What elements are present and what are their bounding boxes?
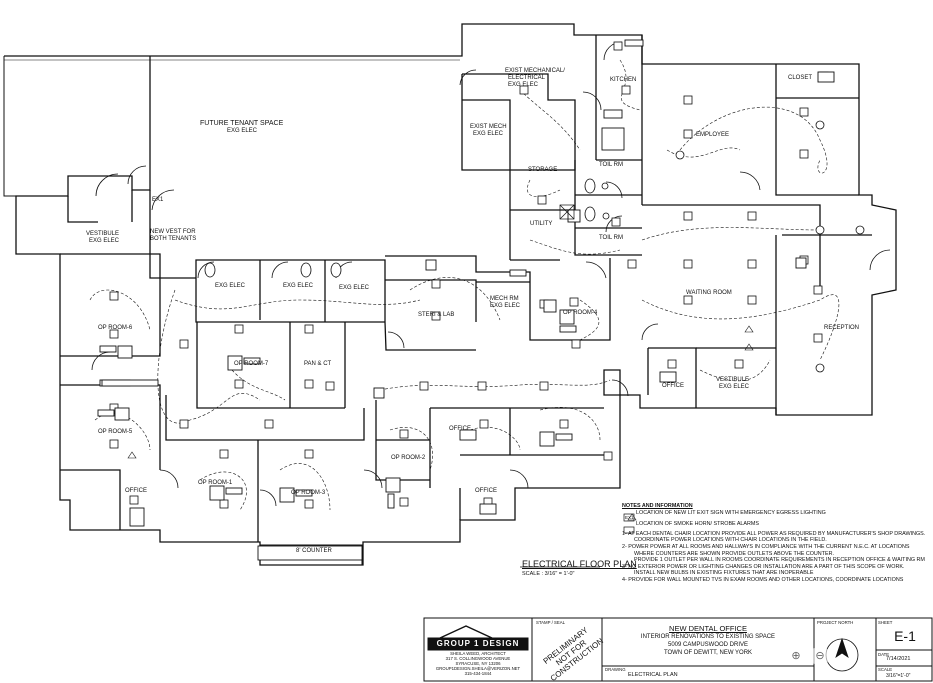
room-label-op-room-6: OP ROOM-6 bbox=[98, 325, 133, 331]
date-value: 7/14/2021 bbox=[886, 656, 911, 662]
drawing-name: ELECTRICAL PLAN bbox=[628, 672, 678, 678]
plan-title: ELECTRICAL FLOOR PLAN bbox=[522, 559, 637, 569]
room-label-new-vest: NEW VEST FOR bbox=[150, 229, 196, 235]
room-label-op-room-4: OP ROOM-4 bbox=[563, 310, 598, 316]
room-label-exist-mech-elec-3: EXG ELEC bbox=[508, 82, 539, 88]
sheet-label: SHEET bbox=[878, 620, 893, 625]
firm-line-5: 315-434-1844 bbox=[464, 671, 492, 676]
drawing-label: DRAWING bbox=[605, 667, 626, 672]
note-2c: PROVIDE 1 OUTLET PER WALL IN ROOMS COORD… bbox=[634, 557, 925, 564]
project-line-3: 5009 CAMPUSWOOD DRIVE bbox=[667, 642, 749, 648]
room-label-exg-elec-1: EXG ELEC bbox=[215, 283, 246, 289]
room-label-vestibule-left: VESTIBULE bbox=[86, 231, 120, 237]
room-label-employee: EMPLOYEE bbox=[696, 132, 730, 138]
date-label: DATE bbox=[878, 652, 890, 657]
note-2b: WHERE COUNTERS ARE SHOWN PROVIDE OUTLETS… bbox=[634, 550, 834, 557]
note-4: 4- PROVIDE FOR WALL MOUNTED TVS IN EXAM … bbox=[622, 576, 904, 583]
room-label-exist-mech-elec-2: ELECTRICAL bbox=[508, 75, 546, 81]
room-label-op-room-2: OP ROOM-2 bbox=[391, 455, 426, 461]
room-label-op-room-7: OP ROOM-7 bbox=[234, 361, 269, 367]
notes-heading: NOTES AND INFORMATION bbox=[622, 503, 693, 509]
room-label-toil-rm-1: TOIL RM bbox=[599, 162, 624, 168]
room-label-waiting-room: WAITING ROOM bbox=[686, 290, 732, 296]
room-label-counter: 8' COUNTER bbox=[296, 548, 332, 554]
room-label-future-tenant: FUTURE TENANT SPACE bbox=[200, 120, 284, 127]
room-label-mech-rm: MECH RM bbox=[490, 296, 519, 302]
room-label-pan-ct: PAN & CT bbox=[304, 361, 332, 367]
room-label-kitchen: KITCHEN bbox=[610, 77, 637, 83]
room-label-storage: STORAGE bbox=[528, 167, 558, 173]
room-label-exg-elec-2: EXG ELEC bbox=[283, 283, 314, 289]
room-sublabel-future-tenant: EXG ELEC bbox=[227, 128, 258, 134]
room-label-steri-lab: STERI & LAB bbox=[418, 312, 455, 318]
zoom-out-icon[interactable]: ⊖ bbox=[812, 648, 828, 664]
firm-name: GROUP 1 DESIGN bbox=[436, 639, 520, 648]
room-sublabel-mech-rm: EXG ELEC bbox=[490, 303, 521, 309]
project-name: NEW DENTAL OFFICE bbox=[669, 624, 747, 633]
room-label-toil-rm-2: TOIL RM bbox=[599, 235, 624, 241]
project-line-2: INTERIOR RENOVATIONS TO EXISTING SPACE bbox=[640, 634, 776, 640]
room-sublabel-vestibule-right: EXG ELEC bbox=[719, 384, 750, 390]
room-sublabel-new-vest: BOTH TENANTS bbox=[150, 236, 197, 242]
room-label-exg-elec-3: EXG ELEC bbox=[339, 285, 370, 291]
room-label-vestibule-right: VESTIBULE bbox=[716, 377, 750, 383]
room-label-exist-mech-elec: EXIST MECHANICAL/ bbox=[505, 68, 565, 74]
room-label-reception: RECEPTION bbox=[824, 325, 860, 331]
stamp-label: STAMP / SEAL bbox=[536, 620, 565, 625]
room-sublabel-vestibule-left: EXG ELEC bbox=[89, 238, 120, 244]
room-label-op-room-1: OP ROOM-1 bbox=[198, 480, 233, 486]
firm-line-2: 317 S. COLLINGWOOD AVENUE bbox=[445, 656, 511, 661]
plan-scale: SCALE : 3/16" = 1'-0" bbox=[522, 571, 575, 577]
exit-sign-tag: EX1 bbox=[152, 197, 164, 203]
room-label-closet: CLOSET bbox=[788, 75, 813, 81]
note-1b: COORDINATE POWER LOCATIONS WITH CHAIR LO… bbox=[634, 537, 827, 544]
legend-smoke-alarm: LOCATION OF SMOKE HORN/ STROBE ALARMS bbox=[636, 521, 760, 528]
room-label-office-bottom: OFFICE bbox=[475, 488, 497, 494]
room-label-utility: UTILITY bbox=[530, 221, 553, 227]
room-label-op-room-3: OP ROOM-3 bbox=[291, 490, 326, 496]
firm-line-1: SHEILA WEED, ARCHITECT bbox=[450, 651, 506, 656]
firm-line-3: SYRACUSE, NY 13206 bbox=[455, 661, 501, 666]
room-label-exist-mech: EXIST MECH bbox=[470, 124, 507, 130]
legend-exit-sign: LOCATION OF NEW LIT EXIT SIGN WITH EMERG… bbox=[636, 509, 826, 516]
scale-value: 3/16"=1'-0" bbox=[886, 673, 911, 679]
project-line-4: TOWN OF DEWITT, NEW YORK bbox=[663, 650, 753, 656]
room-label-office-mid: OFFICE bbox=[449, 426, 471, 432]
room-label-office-left: OFFICE bbox=[125, 488, 147, 494]
note-2: 2- POWER POWER AT ALL ROOMS AND HALLWAYS… bbox=[622, 543, 910, 550]
note-1: 1- AT EACH DENTAL CHAIR LOCATION PROVIDE… bbox=[622, 530, 926, 537]
sheet-number: E-1 bbox=[894, 628, 916, 644]
firm-line-4: GROUP1DESIGN.SHEILA@VERIZON.NET bbox=[435, 666, 521, 671]
room-label-op-room-5: OP ROOM-5 bbox=[98, 429, 133, 435]
north-label: PROJECT NORTH bbox=[817, 620, 854, 625]
scale-label: SCALE bbox=[878, 667, 893, 672]
legend-exit-tag: EX1 bbox=[625, 515, 634, 520]
zoom-in-icon[interactable]: ⊕ bbox=[788, 648, 804, 664]
room-label-office-right: OFFICE bbox=[662, 383, 684, 389]
notes-block: NOTES AND INFORMATION LOCATION OF NEW LI… bbox=[622, 503, 930, 584]
note-3: 3- NO EXTERIOR POWER OR LIGHTING CHANGES… bbox=[622, 563, 905, 570]
note-3b: INSTALL NEW BULBS IN EXISTING FIXTURES T… bbox=[634, 570, 814, 577]
room-sublabel-exist-mech: EXG ELEC bbox=[473, 131, 504, 137]
